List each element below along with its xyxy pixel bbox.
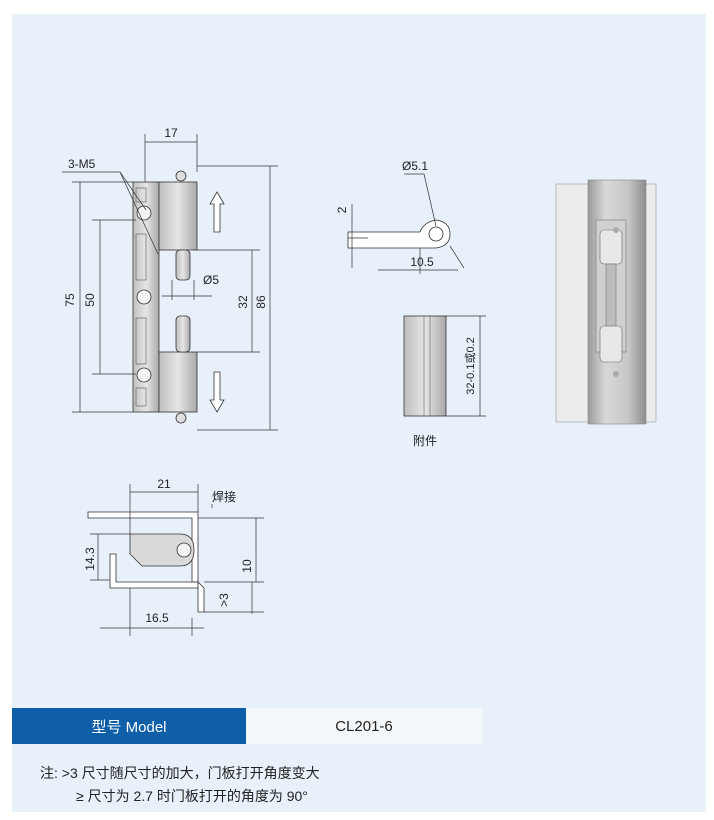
accessory-label: 附件 (413, 434, 437, 448)
lower-knuckle (158, 351, 198, 413)
weld-label: 焊接 (212, 489, 236, 504)
dim-143-label: 14.3 (83, 547, 97, 571)
technical-drawing: 17 3-M5 75 50 Ø5 32 86 Ø5.1 2 10.5 (62, 126, 657, 636)
dim-2-label: 2 (335, 206, 349, 213)
dim-gt3-label: >3 (217, 593, 231, 607)
dim-32var-label: 32-0.1或0.2 (464, 337, 477, 394)
dim-21-label: 21 (157, 477, 171, 491)
upper-knuckle (158, 181, 198, 251)
dim-32-label: 32 (236, 295, 250, 309)
dim-17-label: 17 (164, 126, 178, 140)
screw-hole-2 (136, 289, 152, 305)
product-photo (555, 179, 657, 425)
weld-view: 21 焊接 14.3 10 >3 16.5 (83, 477, 264, 636)
note-line-2: ≥ 尺寸为 2.7 时门板打开的角度为 90° (76, 788, 308, 804)
dim-3m5-label: 3-M5 (68, 157, 96, 171)
model-label: 型号 Model (12, 708, 246, 744)
dim-phi5-label: Ø5 (203, 273, 219, 287)
arrow-up-icon (209, 191, 225, 233)
arrow-down-icon (209, 371, 225, 413)
dim-phi51-label: Ø5.1 (402, 159, 428, 173)
dim-165-label: 16.5 (145, 611, 169, 625)
dim-50-label: 50 (83, 293, 97, 307)
dim-75-label: 75 (63, 293, 77, 307)
note-line-1: 注: >3 尺寸随尺寸的加大，门板打开角度变大 (40, 765, 320, 781)
lower-pin (175, 315, 191, 353)
dim-86-label: 86 (254, 295, 268, 309)
front-view: 17 3-M5 75 50 Ø5 32 86 (62, 126, 278, 431)
dim-105-label: 10.5 (410, 255, 434, 269)
product-panel: 17 3-M5 75 50 Ø5 32 86 Ø5.1 2 10.5 (12, 14, 706, 812)
model-value: CL201-6 (246, 708, 482, 744)
accessory-part: 32-0.1或0.2 附件 (403, 315, 486, 448)
model-row: 型号 Model CL201-6 (12, 708, 482, 744)
top-view: Ø5.1 2 10.5 (335, 159, 465, 274)
notes: 注: >3 尺寸随尺寸的加大，门板打开角度变大 ≥ 尺寸为 2.7 时门板打开的… (40, 762, 320, 808)
screw-hole-3 (136, 367, 152, 383)
dim-10-label: 10 (240, 559, 254, 573)
upper-pin (175, 249, 191, 281)
